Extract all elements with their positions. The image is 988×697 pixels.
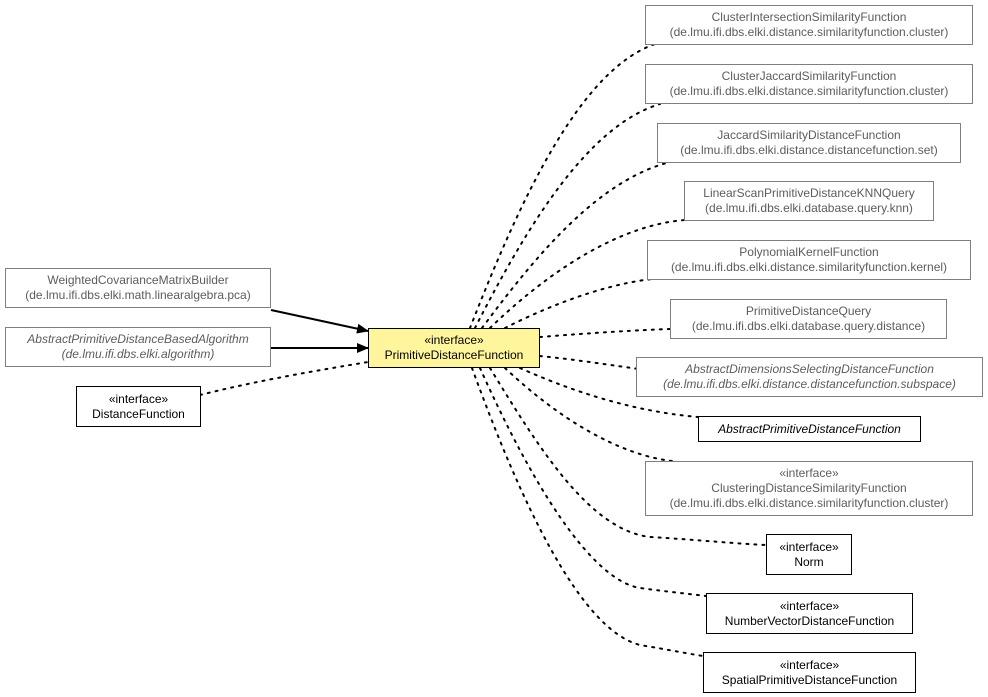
- node-package: (de.lmu.ifi.dbs.elki.math.linearalgebra.…: [25, 288, 251, 302]
- node-package: (de.lmu.ifi.dbs.elki.distance.distancefu…: [680, 143, 938, 157]
- edge-to-distance-function: [199, 361, 369, 396]
- node-package: (de.lmu.ifi.dbs.elki.algorithm): [61, 347, 215, 361]
- node-name: JaccardSimilarityDistanceFunction: [717, 128, 901, 142]
- node-primitive-distance-query[interactable]: PrimitiveDistanceQuery (de.lmu.ifi.dbs.e…: [670, 299, 947, 339]
- node-distance-function[interactable]: «interface» DistanceFunction: [76, 386, 201, 427]
- node-package: (de.lmu.ifi.dbs.elki.database.query.knn): [705, 201, 913, 215]
- node-name: AbstractDimensionsSelectingDistanceFunct…: [685, 362, 934, 376]
- node-name: SpatialPrimitiveDistanceFunction: [721, 672, 898, 687]
- node-name: Norm: [794, 554, 824, 569]
- edge-to-number-vector-distance: [479, 367, 707, 597]
- node-name: PolynomialKernelFunction: [739, 245, 879, 259]
- node-package: (de.lmu.ifi.dbs.elki.distance.similarity…: [669, 25, 949, 39]
- edge-to-abstract-dimensions-selecting: [539, 355, 661, 373]
- node-name: PrimitiveDistanceQuery: [745, 304, 872, 318]
- edge-to-linear-scan-knn: [489, 219, 686, 329]
- edge-to-jaccard-similarity-distance: [481, 161, 671, 329]
- node-package: (de.lmu.ifi.dbs.elki.distance.similarity…: [669, 496, 949, 510]
- node-name: WeightedCovarianceMatrixBuilder: [47, 273, 229, 287]
- node-name: NumberVectorDistanceFunction: [724, 613, 895, 628]
- node-number-vector-distance-function[interactable]: «interface» NumberVectorDistanceFunction: [706, 593, 913, 634]
- node-primitive-distance-function[interactable]: «interface» PrimitiveDistanceFunction: [368, 328, 540, 368]
- node-name: ClusterJaccardSimilarityFunction: [721, 69, 897, 83]
- node-abstract-dimensions-selecting-distance-function[interactable]: AbstractDimensionsSelectingDistanceFunct…: [636, 357, 983, 397]
- edge-to-clustering-distance-similarity: [504, 367, 673, 462]
- node-package: (de.lmu.ifi.dbs.elki.distance.distancefu…: [663, 377, 956, 391]
- node-stereotype: «interface»: [779, 539, 839, 554]
- node-linear-scan-primitive-distance-knn-query[interactable]: LinearScanPrimitiveDistanceKNNQuery (de.…: [684, 181, 934, 221]
- node-stereotype: «interface»: [779, 598, 840, 613]
- node-weighted-covariance-matrix-builder[interactable]: WeightedCovarianceMatrixBuilder (de.lmu.…: [5, 268, 271, 308]
- node-package: (de.lmu.ifi.dbs.elki.database.query.dist…: [691, 319, 926, 333]
- edge-to-cluster-intersection: [469, 43, 656, 329]
- edge-to-spatial-primitive-distance: [471, 367, 704, 657]
- node-stereotype: «interface»: [424, 333, 484, 347]
- edge-to-cluster-jaccard: [474, 103, 661, 329]
- node-name: ClusterIntersectionSimilarityFunction: [711, 10, 907, 24]
- node-spatial-primitive-distance-function[interactable]: «interface» SpatialPrimitiveDistanceFunc…: [703, 652, 916, 693]
- node-stereotype: «interface»: [779, 657, 840, 672]
- node-norm[interactable]: «interface» Norm: [766, 534, 852, 575]
- node-abstract-primitive-distance-based-algorithm[interactable]: AbstractPrimitiveDistanceBasedAlgorithm …: [5, 327, 271, 367]
- edge-to-norm: [489, 367, 767, 546]
- node-name: DistanceFunction: [92, 406, 185, 421]
- node-abstract-primitive-distance-function[interactable]: AbstractPrimitiveDistanceFunction: [698, 416, 921, 442]
- node-stereotype: «interface»: [779, 466, 839, 480]
- node-name: LinearScanPrimitiveDistanceKNNQuery: [703, 186, 915, 200]
- edge-to-primitive-distance-query: [539, 328, 671, 338]
- node-cluster-intersection-similarity-function[interactable]: ClusterIntersectionSimilarityFunction (d…: [645, 5, 973, 45]
- node-name: ClusteringDistanceSimilarityFunction: [711, 481, 907, 495]
- node-jaccard-similarity-distance-function[interactable]: JaccardSimilarityDistanceFunction (de.lm…: [657, 123, 961, 163]
- node-clustering-distance-similarity-function[interactable]: «interface» ClusteringDistanceSimilarity…: [645, 461, 973, 516]
- node-cluster-jaccard-similarity-function[interactable]: ClusterJaccardSimilarityFunction (de.lmu…: [645, 64, 973, 104]
- node-package: (de.lmu.ifi.dbs.elki.distance.similarity…: [670, 260, 948, 274]
- edge-to-polynomial-kernel: [504, 277, 666, 329]
- edge-to-abstract-primitive-distance: [519, 367, 699, 418]
- node-package: (de.lmu.ifi.dbs.elki.distance.similarity…: [669, 84, 949, 98]
- node-name: PrimitiveDistanceFunction: [384, 348, 524, 362]
- node-name: AbstractPrimitiveDistanceFunction: [718, 421, 901, 436]
- node-stereotype: «interface»: [108, 391, 169, 406]
- node-name: AbstractPrimitiveDistanceBasedAlgorithm: [27, 332, 249, 346]
- edge-weighted-cov-to-primitive: [270, 309, 369, 334]
- node-polynomial-kernel-function[interactable]: PolynomialKernelFunction (de.lmu.ifi.dbs…: [647, 240, 971, 280]
